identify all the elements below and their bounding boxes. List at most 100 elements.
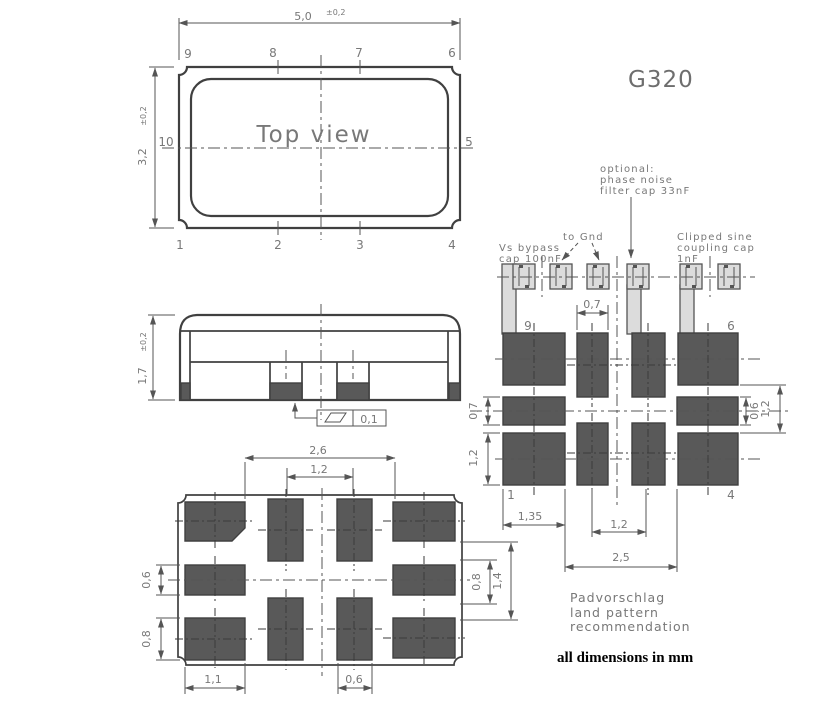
note-coupling-line2: coupling cap (677, 243, 755, 254)
trace-filter-cap (626, 284, 642, 335)
bottom-view-outline (177, 494, 463, 666)
flatness-callout: 0,1 (292, 402, 387, 427)
flatness-icon (324, 412, 347, 423)
pin-label-2: 2 (274, 238, 282, 252)
flatness-value: 0,1 (360, 413, 378, 426)
dim-06-left: 0,6 (140, 571, 153, 589)
note-gnd: to Gnd (563, 232, 604, 243)
ext-26 (244, 462, 396, 499)
dim-06-bottom: 0,6 (345, 673, 363, 686)
dim-135: 1,35 (518, 510, 543, 523)
side-castellation-pad-left (180, 382, 191, 401)
ext-right (740, 384, 786, 434)
pin-label-7: 7 (355, 46, 363, 60)
side-view: 1,7 ±0,2 0,1 (136, 304, 462, 427)
dim-11-bottom: 1,1 (204, 673, 222, 686)
dim-12: 1,2 (310, 463, 328, 476)
footer-note: all dimensions in mm (557, 650, 694, 666)
dim-08-right: 0,8 (470, 573, 483, 591)
dim-26: 2,6 (309, 444, 327, 457)
dim-25: 2,5 (612, 551, 630, 564)
note-coupling-line3: 1nF (677, 254, 699, 265)
pin-label-8: 8 (269, 46, 277, 60)
land-pin-4: 4 (727, 488, 735, 502)
pin-label-10: 10 (158, 135, 173, 149)
side-height-tolerance: ±0,2 (139, 332, 148, 351)
ext-07top (576, 305, 609, 330)
part-number-title: G320 (628, 67, 694, 93)
pin-label-6: 6 (448, 46, 456, 60)
side-view-centerlines (285, 304, 354, 420)
dim-08-left: 0,8 (140, 630, 153, 648)
dim-12-bottom: 1,2 (610, 518, 628, 531)
height-tolerance: ±0,2 (139, 106, 148, 125)
land-pattern-pad-centerlines (533, 323, 709, 495)
top-view-centerlines (162, 55, 476, 240)
side-view-body-outline (178, 313, 462, 402)
caption-line1: Padvorschlag (570, 590, 665, 605)
height-value: 3,2 (136, 148, 149, 166)
pin-label-9: 9 (184, 47, 192, 61)
ext-left (483, 396, 500, 486)
dim-07-top: 0,7 (583, 298, 601, 311)
dim-06-right: 0,6 (748, 402, 761, 420)
dim-12-right: 1,2 (759, 400, 772, 418)
note-optional-line1: optional: (600, 164, 655, 175)
side-castellation-pad-mid-right (336, 382, 370, 401)
land-pad-inner-bottom-left (576, 422, 609, 486)
land-pattern-centerlines (470, 256, 790, 508)
bottom-view: 2,6 1,2 0,6 0,8 0,8 1,4 1,1 0,6 (140, 444, 518, 694)
land-pin-9: 9 (524, 319, 532, 333)
land-pin-6: 6 (727, 319, 735, 333)
top-view-pad-ticks (277, 60, 361, 235)
dim-12-left: 1,2 (467, 449, 480, 467)
top-view-height-dimension: 3,2 ±0,2 (136, 66, 174, 229)
side-castellation-pad-mid-left (269, 382, 303, 401)
width-value: 5,0 (294, 10, 312, 23)
extension-lines (149, 66, 174, 229)
flatness-leader (292, 402, 317, 419)
leader-gnd-right (591, 242, 600, 261)
bottom-view-main-centerlines (168, 488, 470, 676)
pin-label-4: 4 (448, 238, 456, 252)
ext-right (460, 541, 518, 621)
ext-12 (286, 468, 354, 495)
flatness-symbol-cell (316, 409, 354, 427)
note-coupling-line1: Clipped sine (677, 232, 753, 243)
side-view-height-dimension: 1,7 ±0,2 (136, 314, 175, 401)
land-pattern-notes: Vs bypass cap 100nF to Gnd optional: pha… (499, 164, 755, 265)
top-view-outer-outline (177, 65, 462, 230)
side-castellation-pad-right (448, 382, 461, 401)
side-height-value: 1,7 (136, 367, 149, 385)
dim-07-left: 0,7 (467, 402, 480, 420)
note-optional-line2: phase noise (600, 175, 673, 186)
dim-14-right: 1,4 (491, 572, 504, 590)
trace-pad6 (679, 284, 695, 335)
pin-label-5: 5 (465, 135, 473, 149)
ext-06l (156, 564, 180, 596)
pin-label-3: 3 (356, 238, 364, 252)
note-bypass-line1: Vs bypass (499, 243, 560, 254)
note-bypass-line2: cap 100nF (499, 254, 562, 265)
top-view: Top view 5,0 ±0,2 3,2 ±0,2 9 8 7 6 1 2 3… (136, 8, 476, 252)
flatness-value-cell (352, 409, 387, 427)
land-pattern-dimensions: 0,7 0,7 1,2 0,6 1,2 1,35 1,2 2,5 (467, 298, 786, 572)
side-view-interior-lines (180, 330, 460, 400)
width-tolerance: ±0,2 (326, 8, 345, 17)
land-pin-1: 1 (507, 488, 515, 502)
land-pattern: Vs bypass cap 100nF to Gnd optional: pha… (467, 164, 790, 634)
bottom-view-dimensions: 2,6 1,2 0,6 0,8 0,8 1,4 1,1 0,6 (140, 444, 518, 694)
extension-lines (148, 314, 175, 401)
top-view-label: Top view (255, 122, 371, 148)
top-view-width-dimension: 5,0 ±0,2 (178, 8, 461, 60)
note-optional-line3: filter cap 33nF (600, 186, 690, 197)
caption-line2: land pattern (570, 605, 659, 620)
caption-line3: recommendation (570, 619, 691, 634)
leader-gnd-left (561, 242, 579, 261)
pin-label-1: 1 (176, 238, 184, 252)
ext-bottom (502, 489, 678, 572)
ext-08l (156, 617, 180, 661)
bottom-view-pad-centerlines (175, 489, 465, 670)
